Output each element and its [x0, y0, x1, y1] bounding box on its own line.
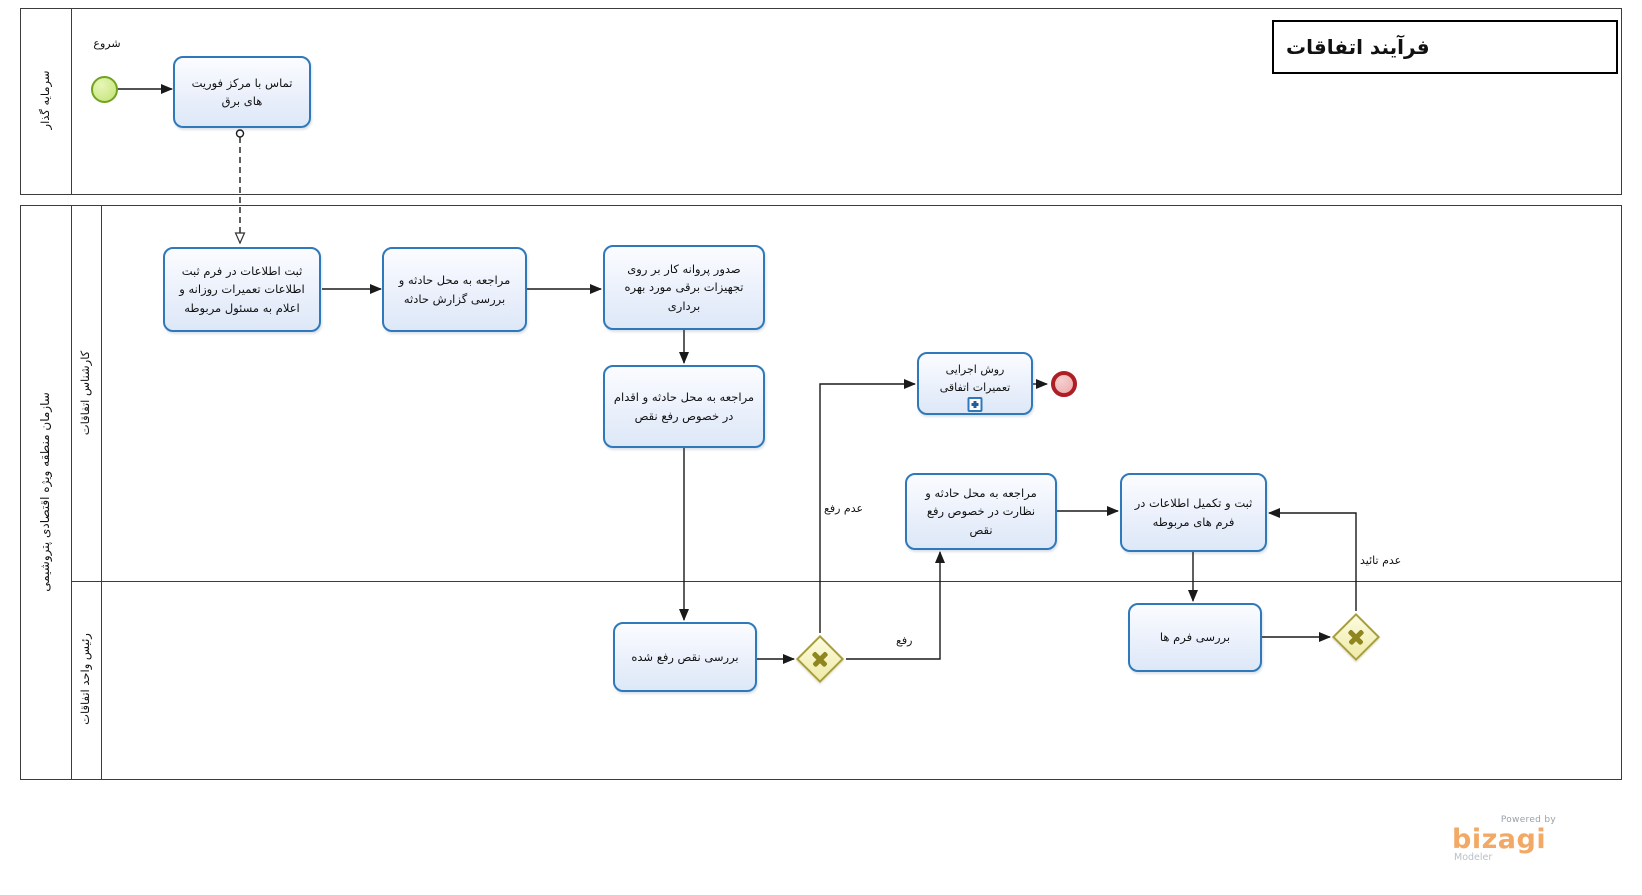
- task-review-fixed-defect[interactable]: بررسی نقص رفع شده: [613, 622, 757, 692]
- task-register-info[interactable]: ثبت اطلاعات در فرم ثبت اطلاعات تعمیرات ر…: [163, 247, 321, 332]
- task-call-emergency-center[interactable]: تماس با مرکز فوریت های برق: [173, 56, 311, 128]
- bizagi-logo: bizagi: [1452, 824, 1547, 855]
- start-event[interactable]: [91, 76, 118, 103]
- pool-organization-label-cell: [21, 206, 72, 779]
- task-issue-work-permit[interactable]: صدور پروانه کار بر روی تجهیزات برقی مورد…: [603, 245, 765, 330]
- bizagi-modeler-text: Modeler: [1454, 852, 1493, 863]
- process-title: فرآیند اتفاقات: [1286, 35, 1430, 59]
- bizagi-branding: Powered by bizagi Modeler: [1452, 816, 1556, 863]
- subprocess-accidental-repairs-procedure[interactable]: روش اجرایی تعمیرات اتفاقی: [917, 352, 1033, 415]
- start-event-label: شروع: [93, 37, 121, 50]
- lane-head-label: رئیس واحد اتفاقات: [78, 633, 92, 725]
- flow-label-fixed: رفع: [896, 634, 913, 647]
- lane-label-cell: [71, 206, 102, 779]
- task-review-forms[interactable]: بررسی فرم ها: [1128, 603, 1262, 672]
- lane-divider: [71, 581, 1621, 582]
- task-visit-review-report[interactable]: مراجعه به محل حادثه و بررسی گزارش حادثه: [382, 247, 527, 332]
- pool-organization-label: سازمان منطقه ویژه اقتصادی پتروشیمی: [38, 392, 52, 592]
- process-title-box: فرآیند اتفاقات: [1272, 20, 1618, 74]
- flow-label-not-fixed: عدم رفع: [824, 502, 864, 515]
- powered-by-text: Powered by: [1500, 815, 1556, 825]
- lane-expert-label: کارشناس اتفاقات: [78, 350, 92, 436]
- end-event[interactable]: [1051, 371, 1077, 397]
- task-visit-fix-defect[interactable]: مراجعه به محل حادثه و اقدام در خصوص رفع …: [603, 365, 765, 448]
- pool-investor-label: سرمایه گذار: [38, 70, 52, 130]
- pool-investor-label-cell: [21, 9, 72, 194]
- flow-label-not-approved: عدم تائید: [1360, 554, 1402, 567]
- task-visit-supervise-fix[interactable]: مراجعه به محل حادثه و نظارت در خصوص رفع …: [905, 473, 1057, 550]
- task-complete-forms[interactable]: ثبت و تکمیل اطلاعات در فرم های مربوطه: [1120, 473, 1267, 552]
- subprocess-plus-icon[interactable]: [967, 397, 983, 412]
